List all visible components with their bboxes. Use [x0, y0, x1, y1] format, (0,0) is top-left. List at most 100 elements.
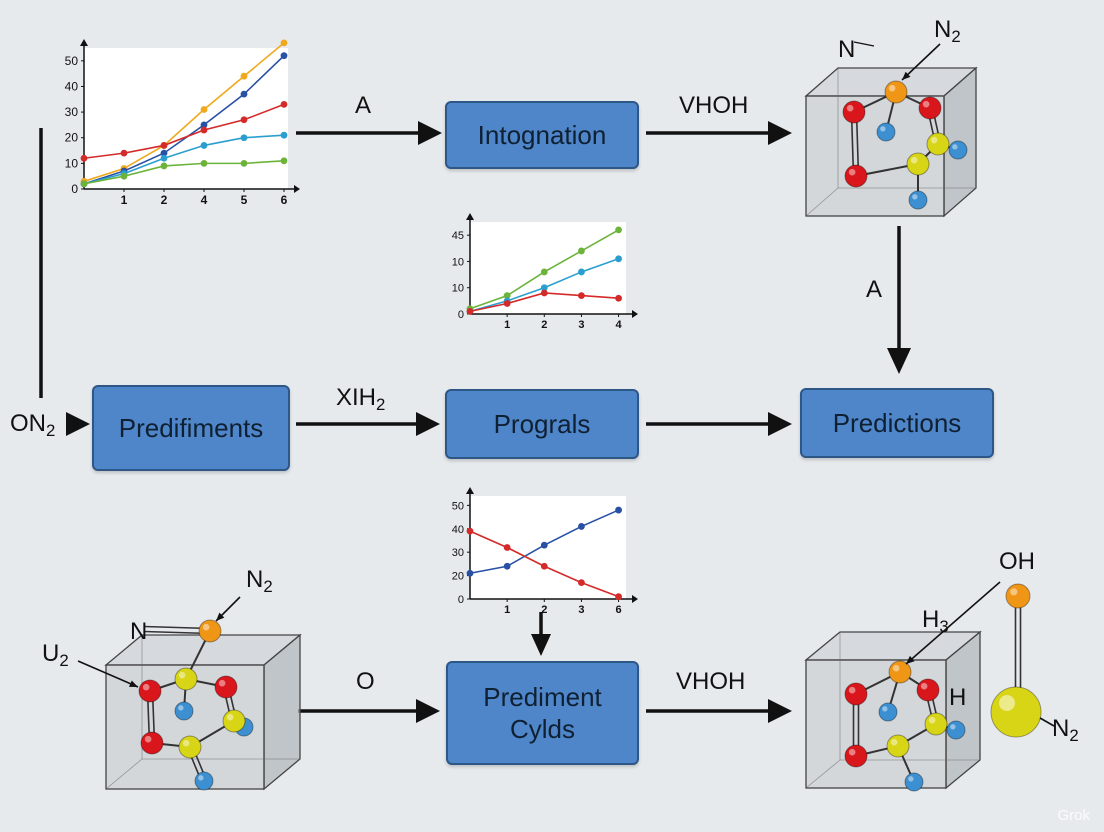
label-top-right-n2: N2 [934, 16, 961, 47]
arrow-right-icon [298, 699, 440, 723]
label-pointer [905, 581, 1001, 665]
atom-highlight [182, 739, 190, 747]
atom [222, 709, 246, 733]
chart-series-line [83, 103, 285, 160]
arrow-right-icon [646, 121, 792, 145]
chart-data-point [280, 101, 288, 108]
chart-y-tick-label: 30 [452, 547, 464, 559]
chart-plot-area [470, 222, 626, 314]
atom [844, 164, 868, 188]
label-pointer-head [902, 71, 911, 80]
chart-data-point [615, 294, 622, 302]
atom-highlight [178, 705, 184, 711]
chart-y-tick-label: 45 [452, 230, 464, 242]
edge-label-middle-left: XIH2 [336, 384, 385, 415]
edge-label-top-right: VHOH [679, 92, 749, 119]
label-bottom-left-n2: N2 [246, 566, 273, 597]
chart-data-point [503, 292, 511, 299]
chart-data-point [280, 52, 288, 60]
chart-data-point [240, 90, 248, 98]
label-bottom-left-n: N [130, 618, 148, 645]
chart-x-axis-arrow [632, 595, 638, 603]
chart-data-point [240, 159, 248, 167]
box-prediment-label-line1: Prediment [483, 681, 602, 712]
label-bottom-right-h: H [949, 684, 967, 711]
chart-data-point [200, 142, 208, 149]
atom-highlight [888, 84, 896, 92]
atom-highlight [882, 706, 888, 712]
box-predifiments: Predifiments [92, 385, 290, 471]
atom [878, 702, 898, 722]
chart-data-point [160, 149, 168, 157]
label-pointer-head [129, 680, 138, 687]
chart-series-line [83, 42, 285, 183]
label-top-right-n2-main: N [934, 16, 952, 43]
box-programs: Prograls [445, 389, 639, 459]
chart-x-tick-label: 3 [578, 604, 584, 616]
chart-data-point [240, 134, 248, 142]
chart-y-tick-label: 20 [452, 571, 464, 583]
chart-data-point [240, 116, 248, 124]
chart-x-tick-label: 4 [616, 319, 623, 331]
chart-x-tick-label: 3 [578, 319, 584, 331]
chart-data-point [540, 541, 548, 549]
watermark-text: Grok [1057, 807, 1090, 824]
chart-data-point [540, 268, 548, 276]
chart-y-tick-label: 40 [452, 524, 464, 536]
atom [916, 678, 940, 702]
bond [143, 630, 210, 635]
chart-data-point [466, 307, 474, 315]
edge-label-middle-left-main: XIH [336, 384, 377, 411]
atom [1005, 583, 1031, 609]
atom [886, 734, 910, 758]
atom [884, 80, 908, 104]
arrow-right-icon [66, 412, 90, 436]
edge-label-bottom-left: O [356, 668, 375, 695]
atom [178, 735, 202, 759]
atom [926, 132, 950, 156]
chart-data-point [578, 247, 585, 255]
arrow-right-icon [296, 412, 440, 436]
atom-highlight [202, 623, 210, 631]
chart-x-tick-label: 2 [541, 604, 547, 616]
chart-data-point [503, 300, 511, 307]
box-intognation-label: Intognation [477, 119, 607, 150]
atom [946, 720, 966, 740]
chart-y-tick-label: 0 [458, 309, 464, 321]
chart-y-axis-arrow [466, 487, 474, 494]
atom [140, 731, 164, 755]
atom [174, 701, 194, 721]
chart-data-point [120, 149, 128, 157]
label-top-right-partial: N [838, 36, 856, 63]
edge-label-middle-left-sub: 2 [376, 395, 386, 415]
atom-highlight [999, 695, 1015, 711]
chart-y-tick-label: 10 [452, 283, 464, 295]
chart-data-point [578, 579, 585, 587]
chart-x-tick-label: 5 [241, 193, 248, 207]
label-bottom-right-n2-sub: 2 [1069, 726, 1079, 746]
chart-x-tick-label: 2 [161, 193, 168, 207]
chart-plot-area [84, 48, 288, 189]
chart-x-tick-label: 1 [504, 604, 510, 616]
atom-highlight [908, 776, 914, 782]
label-bottom-left-n2-main: N [246, 566, 264, 593]
chart-data-point [578, 268, 585, 276]
atom-highlight [848, 686, 856, 694]
label-top-right-n2-sub: 2 [951, 27, 961, 47]
chart-data-point [200, 106, 208, 113]
atom-highlight [226, 713, 234, 721]
chart-y-tick-label: 20 [65, 131, 79, 145]
atom-highlight [848, 748, 856, 756]
chart-x-tick-label: 1 [121, 193, 128, 207]
atom-highlight [892, 664, 900, 672]
edge-label-bottom-right: VHOH [676, 668, 746, 695]
chart-data-point [240, 72, 248, 80]
label-bottom-right-h3-sub: 3 [939, 617, 949, 637]
atom [844, 682, 868, 706]
chart-y-tick-label: 0 [458, 594, 464, 606]
edge-label-top-left: A [355, 92, 372, 119]
chart-data-point [160, 142, 168, 149]
molecule-cube-icon [804, 581, 1055, 792]
label-bottom-right-h3-main: H [922, 606, 940, 633]
